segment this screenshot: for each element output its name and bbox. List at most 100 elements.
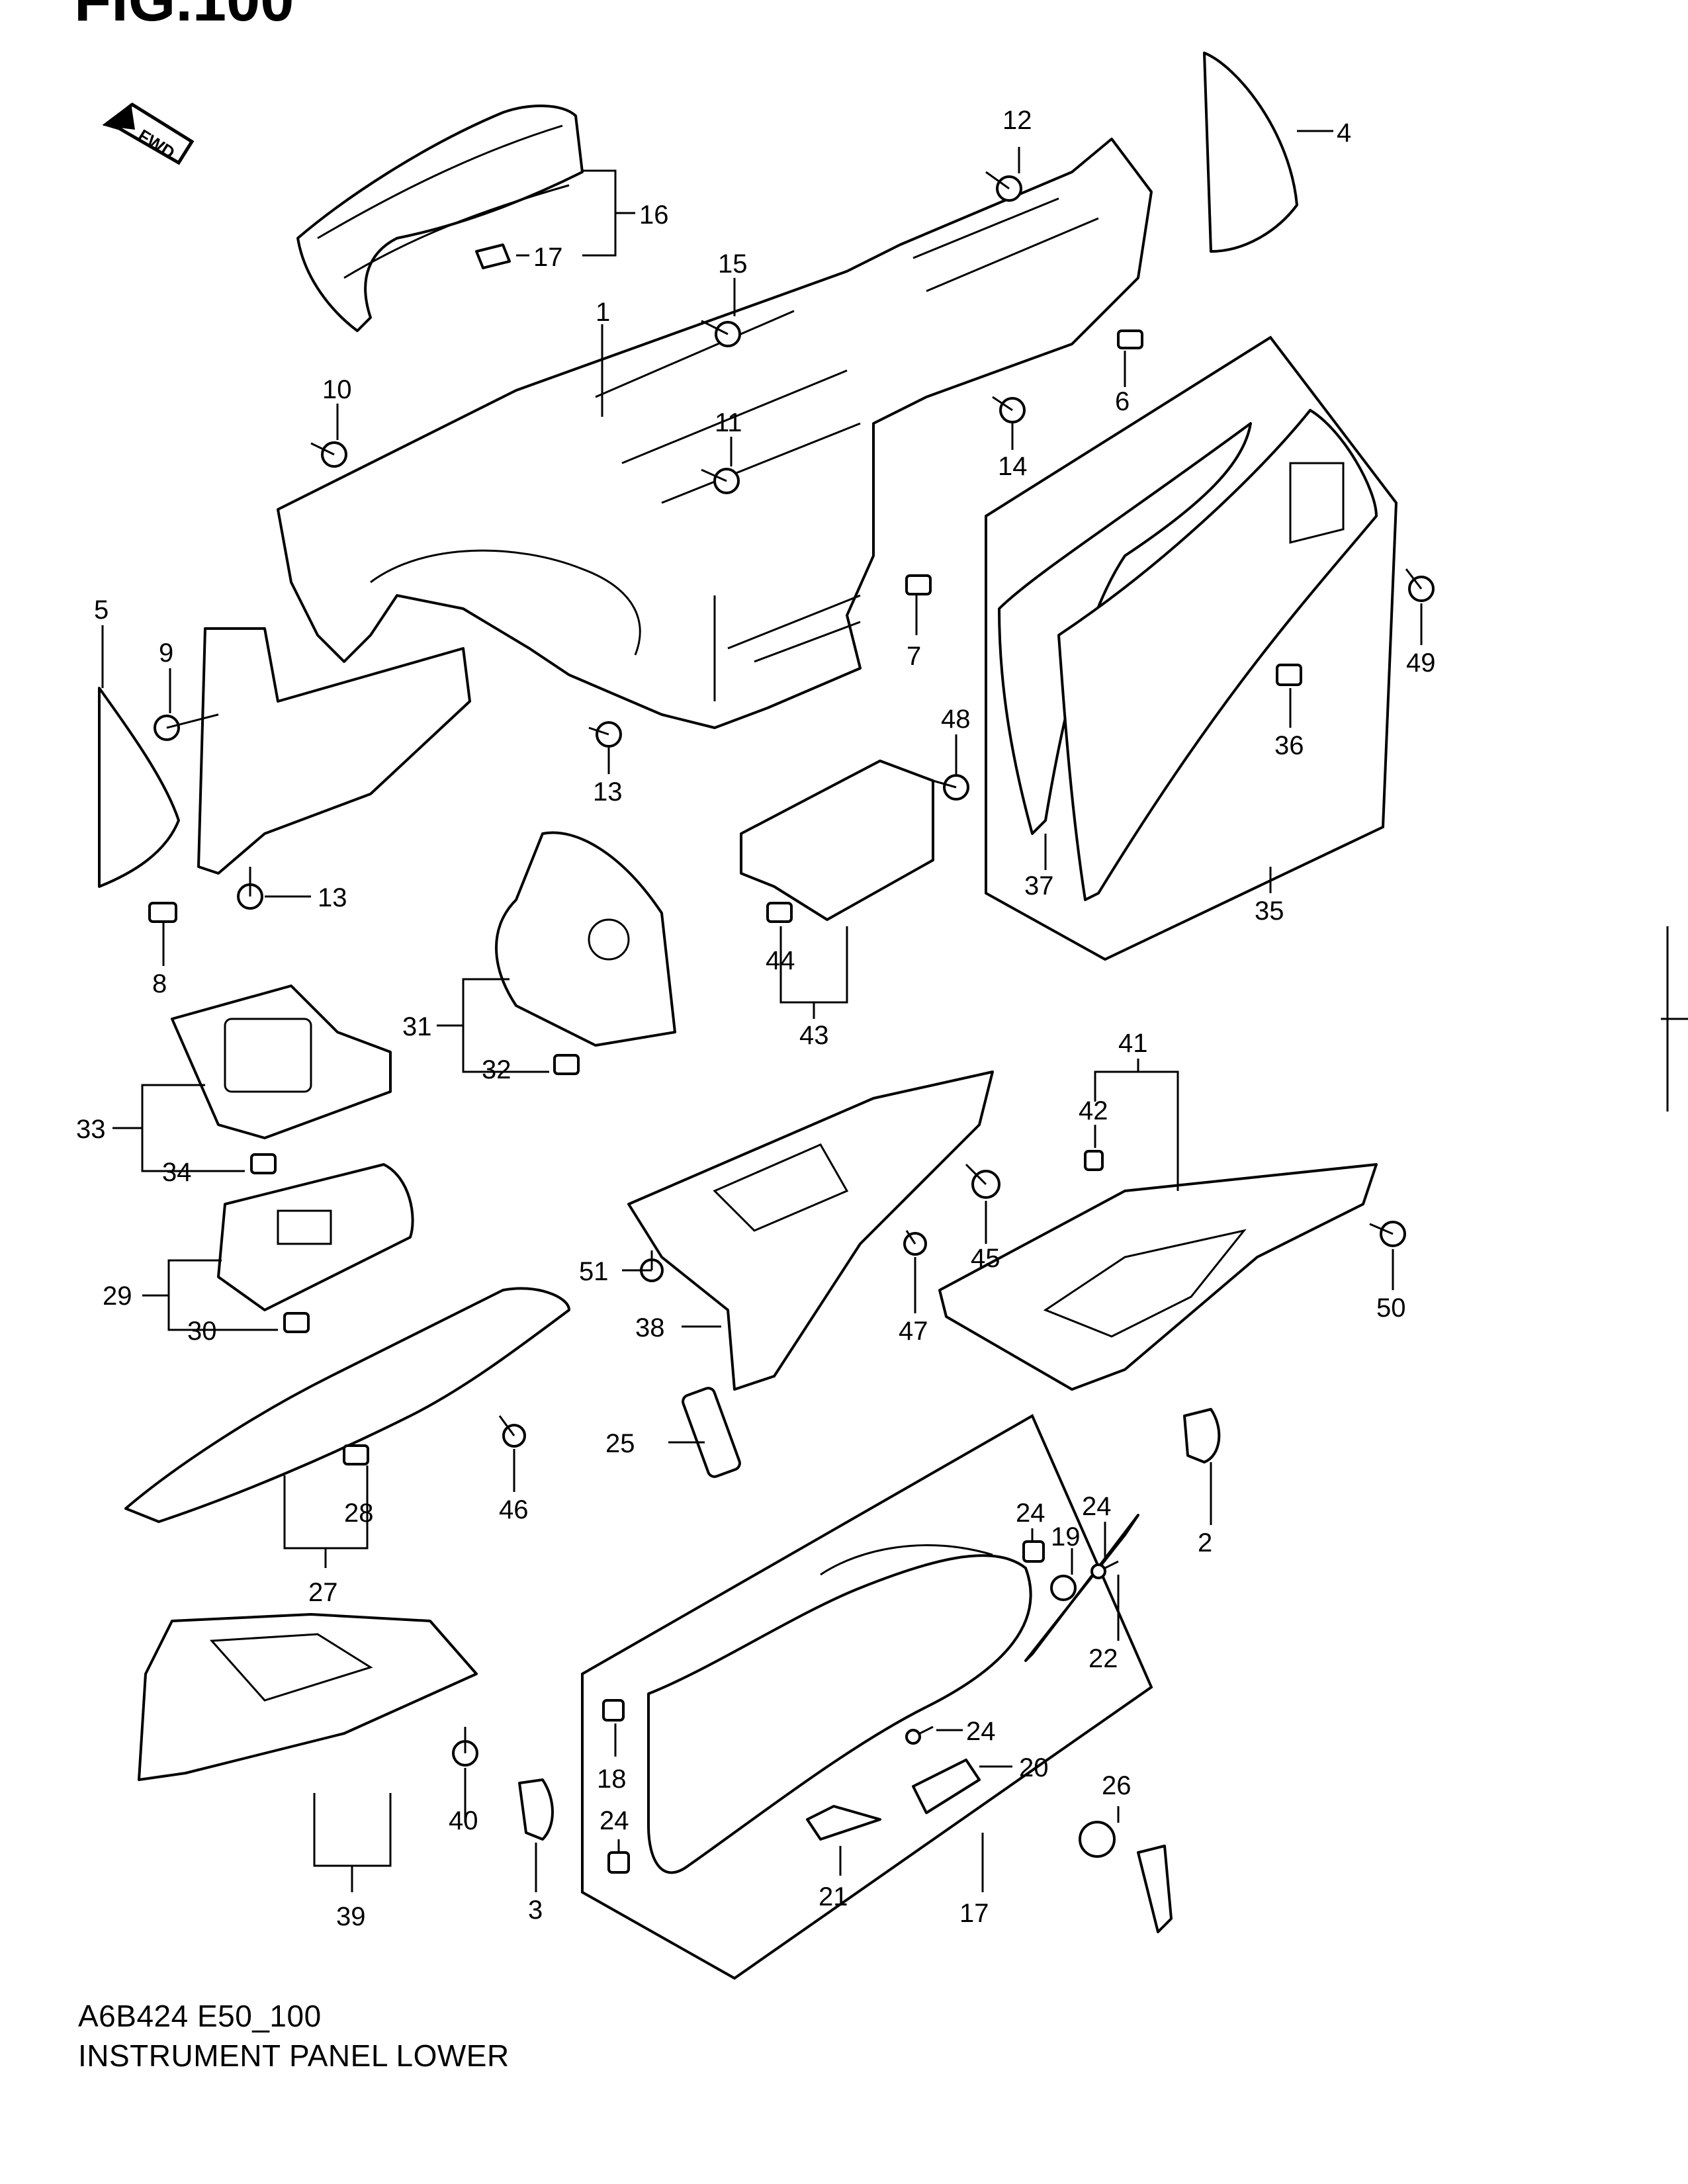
clip-17 [475, 243, 511, 269]
clip-8 [148, 902, 177, 923]
callout-49: 47 [899, 1317, 928, 1346]
callout-labels: 4 16 17 12 15 1 10 11 14 6 7 5 9 13 13 8… [76, 106, 1436, 1931]
part-40-lower-trim [627, 1070, 994, 1391]
screw-11 [701, 468, 740, 494]
callout-34: 32 [482, 1055, 511, 1084]
callout-14: 14 [998, 452, 1028, 481]
callout-42: 40 [449, 1806, 478, 1835]
fwd-arrow-icon: FWD [102, 102, 195, 165]
part-18-glove-box-assembly [581, 1414, 1153, 1980]
part-29-trim-strip [124, 1287, 570, 1523]
part-45-bracket [740, 760, 934, 921]
clip-24b [607, 1851, 630, 1874]
screw-50 [932, 774, 969, 801]
screw-12 [985, 171, 1022, 202]
screw-48 [498, 1415, 526, 1448]
callout-23: 22 [1088, 1644, 1118, 1673]
screw-15 [701, 320, 741, 347]
callout-45: 43 [799, 1021, 829, 1050]
part-37-glove-door-assembly [985, 335, 1398, 961]
clip-34 [553, 1054, 580, 1075]
callout-30: 28 [344, 1499, 374, 1528]
latch-21 [912, 1759, 981, 1814]
callout-52: 50 [1376, 1293, 1406, 1323]
screw-42 [452, 1727, 478, 1767]
callout-51: 49 [1406, 648, 1436, 677]
callout-16: 16 [639, 200, 669, 230]
clip-2 [1183, 1408, 1221, 1463]
clip-7 [905, 574, 932, 595]
callout-28: 26 [1102, 1771, 1132, 1800]
diagram-title: INSTRUMENT PANEL LOWER [78, 2038, 510, 2073]
callout-39: 37 [1024, 871, 1054, 900]
callout-13b: 13 [318, 883, 347, 912]
callout-36: 34 [162, 1158, 192, 1187]
callout-53: 51 [579, 1257, 609, 1286]
leader-lines [101, 130, 1423, 1892]
clip-36 [250, 1153, 277, 1174]
screw-13a [588, 721, 622, 748]
lock-28 [1079, 1821, 1173, 1933]
callout-47: 45 [971, 1244, 1000, 1273]
part-43-under-tray [938, 1163, 1378, 1391]
callout-48: 46 [499, 1495, 529, 1524]
callout-5: 5 [94, 595, 109, 625]
callout-46: 44 [766, 946, 795, 975]
callout-29: 27 [308, 1578, 338, 1607]
clip-19 [602, 1699, 625, 1722]
screw-25 [905, 1725, 934, 1745]
callout-11: 11 [715, 408, 742, 437]
callout-21: 20 [1019, 1753, 1049, 1782]
callout-18: 17 [959, 1899, 989, 1928]
clip-32 [283, 1312, 310, 1333]
callout-50: 48 [941, 705, 971, 734]
callout-43: 41 [1118, 1029, 1148, 1058]
clip-38 [1276, 664, 1302, 686]
screw-47 [965, 1163, 1000, 1199]
callout-33: 31 [402, 1012, 432, 1041]
callout-40: 38 [635, 1313, 665, 1342]
clip-20 [1050, 1575, 1077, 1601]
part-23-strip [1024, 1514, 1139, 1662]
small-fasteners [148, 171, 1435, 1933]
callout-22: 21 [819, 1882, 848, 1911]
part-1-lower-panel-frame [277, 138, 1153, 729]
screw-14 [992, 396, 1026, 423]
callout-41: 39 [336, 1902, 366, 1931]
callout-24a: 24 [1016, 1499, 1045, 1528]
screw-13b [237, 867, 263, 910]
callout-27: 25 [605, 1429, 635, 1458]
callout-15: 15 [718, 249, 748, 279]
callout-9: 9 [159, 638, 173, 668]
clip-24a [1022, 1540, 1045, 1563]
part-31-vent [217, 1163, 414, 1311]
part-35-panel [171, 984, 392, 1139]
callout-3: 3 [528, 1896, 543, 1925]
stop-22 [806, 1805, 881, 1841]
callout-32: 30 [187, 1317, 217, 1346]
part-33-cover [495, 831, 676, 1047]
callout-4: 4 [1337, 118, 1351, 148]
callout-13a: 13 [593, 777, 623, 807]
part-16-upper-cover [296, 105, 584, 332]
damper-27 [682, 1387, 741, 1478]
clip-3 [518, 1778, 554, 1841]
callout-35: 33 [76, 1115, 106, 1144]
part-41-lower-cover [138, 1613, 478, 1781]
screw-49 [903, 1230, 927, 1256]
callout-2: 2 [1198, 1528, 1212, 1557]
callout-31: 29 [103, 1282, 132, 1311]
callout-25: 24 [966, 1717, 996, 1746]
callout-6: 6 [1115, 387, 1130, 416]
callout-44: 42 [1079, 1096, 1108, 1125]
screw-9 [154, 713, 219, 741]
callout-10: 10 [322, 375, 352, 404]
diagram-code: A6B424 E50_100 [78, 1999, 322, 2033]
figure-title: FIG.100 [74, 0, 294, 34]
clip-30 [343, 1444, 369, 1465]
clip-46 [766, 902, 793, 923]
callout-12: 12 [1002, 106, 1032, 135]
clip-44 [1084, 1150, 1104, 1171]
callout-8: 8 [152, 969, 167, 998]
